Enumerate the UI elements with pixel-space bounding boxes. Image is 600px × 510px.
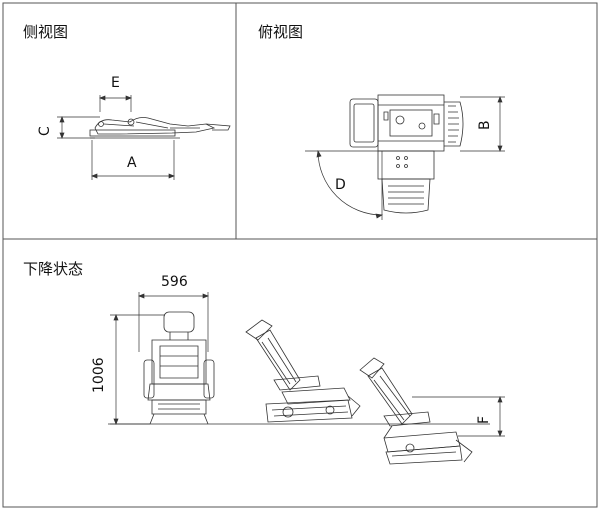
side-view-seat — [89, 117, 231, 139]
lowered-f-dimension — [412, 396, 505, 437]
dimension-c-label: C — [37, 126, 53, 136]
dimension-b-label: B — [477, 120, 493, 130]
dimension-a-label: A — [127, 155, 137, 171]
lowered-seat-side-upright — [245, 319, 361, 423]
top-view-seat — [349, 94, 464, 214]
top-view-dimensions — [305, 96, 505, 220]
dimension-e-label: E — [111, 75, 120, 91]
top-view-title: 俯视图 — [258, 23, 304, 41]
lowered-state-title: 下降状态 — [23, 260, 84, 278]
lowered-seat-front — [143, 311, 215, 425]
dimension-height-label: 1006 — [91, 357, 107, 393]
dimension-f-label: F — [476, 415, 492, 424]
side-view-dimensions — [57, 95, 175, 180]
side-view-title: 侧视图 — [23, 23, 69, 41]
dimension-width-label: 596 — [161, 274, 188, 290]
lowered-seat-side-lowered — [359, 357, 473, 465]
dimension-d-label: D — [335, 177, 346, 193]
lowered-front-dimensions — [110, 292, 209, 425]
